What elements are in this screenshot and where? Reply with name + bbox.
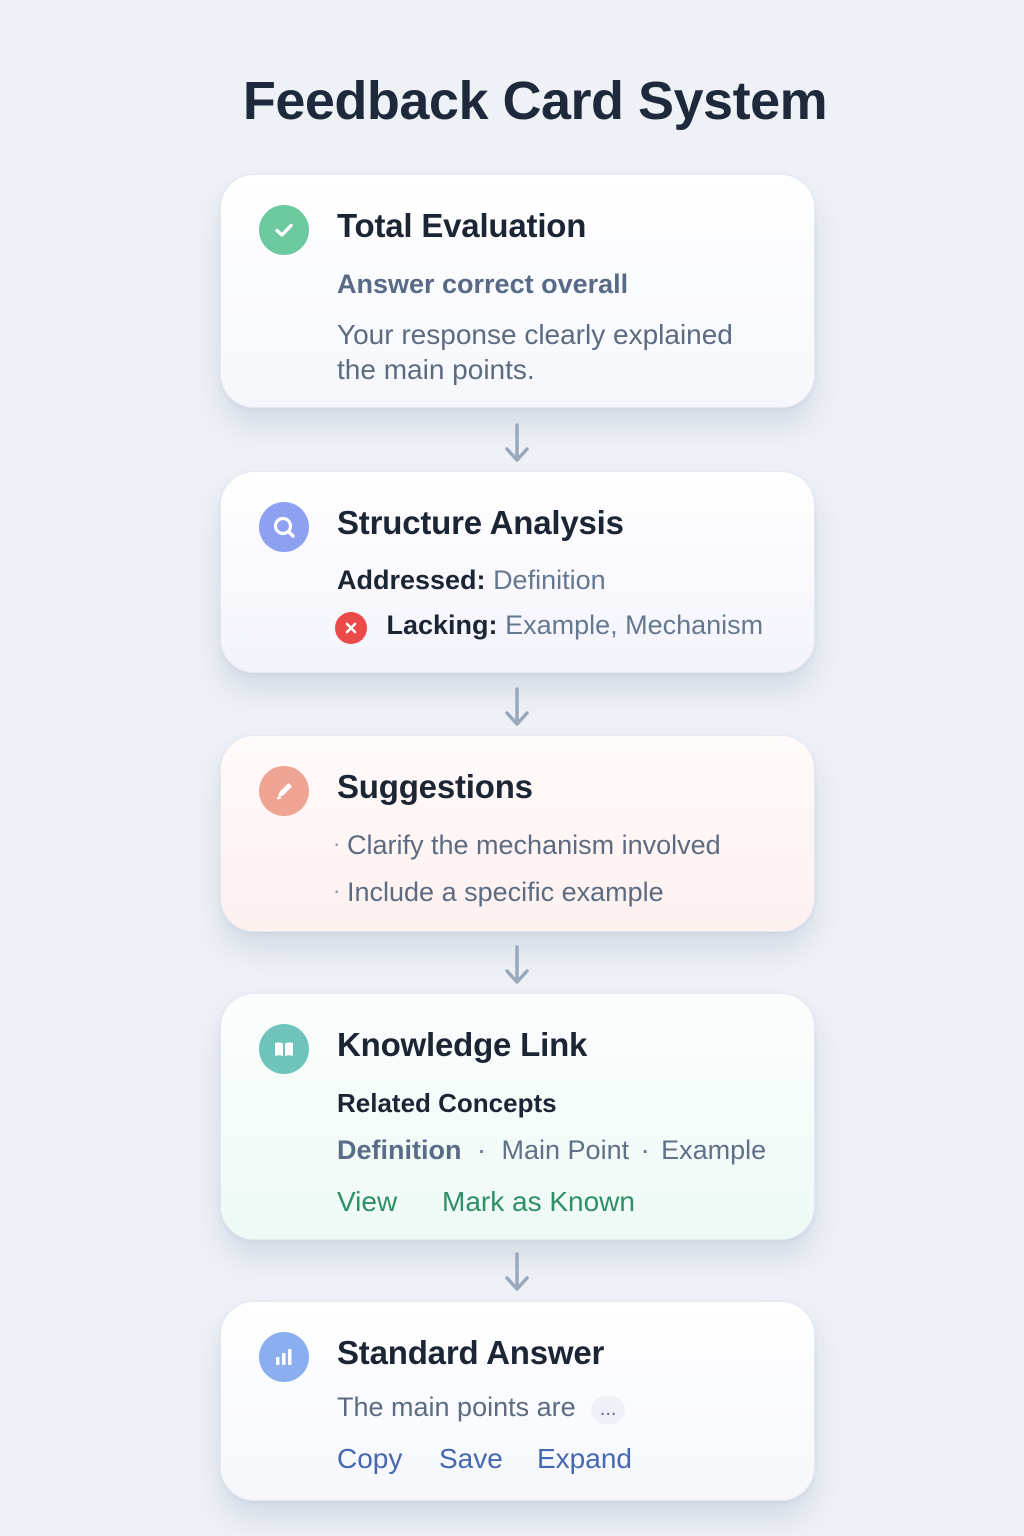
book-icon xyxy=(259,1024,309,1074)
lacking-value: Example, Mechanism xyxy=(505,610,764,640)
evaluation-body-line-1: Your response clearly explained xyxy=(337,319,733,350)
evaluation-subtitle: Answer correct overall xyxy=(337,269,629,299)
card-title: Structure Analysis xyxy=(337,504,624,541)
structure-analysis-card: Structure Analysis Addressed: Definition… xyxy=(220,471,815,673)
expand-button[interactable]: Expand xyxy=(537,1443,632,1474)
bar-chart-icon xyxy=(259,1332,309,1382)
flow-arrow-down-icon xyxy=(505,687,529,726)
answer-preview: The main points are ... xyxy=(337,1392,626,1424)
bullet-dot: · xyxy=(333,878,341,903)
standard-answer-card: Standard Answer The main points are ... … xyxy=(220,1301,815,1501)
mark-as-known-link[interactable]: Mark as Known xyxy=(442,1186,635,1217)
card-title: Standard Answer xyxy=(337,1334,605,1371)
save-button[interactable]: Save xyxy=(439,1443,503,1474)
bullet-dot: · xyxy=(333,831,341,856)
lacking-row: Lacking: Example, Mechanism xyxy=(335,610,764,644)
search-icon xyxy=(259,502,309,552)
suggestions-card: Suggestions ·Clarify the mechanism invol… xyxy=(220,735,815,932)
suggestion-item: ·Include a specific example xyxy=(333,877,664,907)
flow-arrow-down-icon xyxy=(505,423,529,462)
card-title: Knowledge Link xyxy=(337,1026,588,1063)
concept-tag[interactable]: Example xyxy=(661,1135,767,1165)
card-title: Suggestions xyxy=(337,768,533,805)
x-circle-icon xyxy=(335,612,367,644)
flow-arrow-down-icon xyxy=(505,945,529,984)
knowledge-link-card: Knowledge Link Related Concepts Definiti… xyxy=(220,993,815,1240)
total-evaluation-card: Total Evaluation Answer correct overall … xyxy=(220,174,815,408)
copy-button[interactable]: Copy xyxy=(337,1443,403,1474)
lacking-label: Lacking: xyxy=(386,610,498,640)
more-options-icon[interactable]: ... xyxy=(591,1395,626,1424)
concept-list: Definition · Main Point · Example xyxy=(337,1135,767,1165)
card-title: Total Evaluation xyxy=(337,207,587,244)
concept-tag[interactable]: Main Point xyxy=(501,1135,630,1165)
related-concepts-label: Related Concepts xyxy=(337,1088,557,1118)
page-title: Feedback Card System xyxy=(242,71,828,131)
flow-arrow-down-icon xyxy=(505,1252,529,1291)
evaluation-body-line-2: the main points. xyxy=(337,354,535,385)
addressed-value: Definition xyxy=(493,565,606,595)
pencil-icon xyxy=(259,766,309,816)
view-link[interactable]: View xyxy=(337,1186,398,1217)
addressed-row: Addressed: Definition xyxy=(337,565,606,596)
check-circle-icon xyxy=(259,205,309,255)
concept-tag[interactable]: Definition xyxy=(337,1135,462,1165)
suggestion-item: ·Clarify the mechanism involved xyxy=(333,830,721,860)
addressed-label: Addressed: xyxy=(337,565,486,595)
